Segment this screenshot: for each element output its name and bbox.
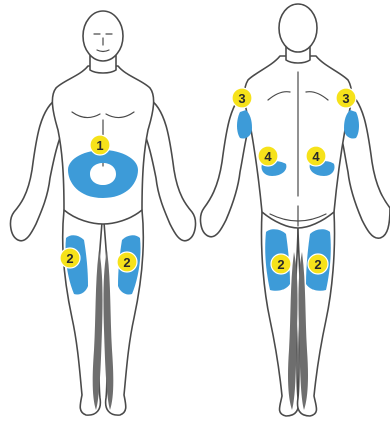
badge-number: 1 bbox=[96, 138, 103, 153]
zone-badge-back-right-lower-back: 4 bbox=[258, 146, 278, 166]
zone-badge-back-left-upper-arm: 3 bbox=[336, 88, 356, 108]
badge-number: 4 bbox=[312, 149, 320, 164]
back-head bbox=[279, 4, 317, 52]
badge-number: 3 bbox=[238, 91, 245, 106]
badge-number: 4 bbox=[264, 149, 272, 164]
zone-badge-front-abdomen: 1 bbox=[90, 135, 110, 155]
badge-number: 2 bbox=[123, 255, 130, 270]
zone-badge-back-left-back-thigh: 2 bbox=[308, 254, 328, 274]
front-head bbox=[83, 11, 123, 61]
badge-number: 2 bbox=[277, 257, 284, 272]
zone-badge-front-left-thigh: 2 bbox=[117, 252, 137, 272]
zone-badge-front-right-thigh: 2 bbox=[60, 248, 80, 268]
zone-badge-back-right-back-thigh: 2 bbox=[271, 254, 291, 274]
badge-number: 2 bbox=[314, 257, 321, 272]
front-figure bbox=[11, 11, 196, 415]
back-figure bbox=[201, 4, 390, 416]
zone-badge-back-left-lower-back: 4 bbox=[306, 146, 326, 166]
zone-badge-back-right-upper-arm: 3 bbox=[232, 88, 252, 108]
badge-number: 2 bbox=[66, 251, 73, 266]
badge-number: 3 bbox=[342, 91, 349, 106]
